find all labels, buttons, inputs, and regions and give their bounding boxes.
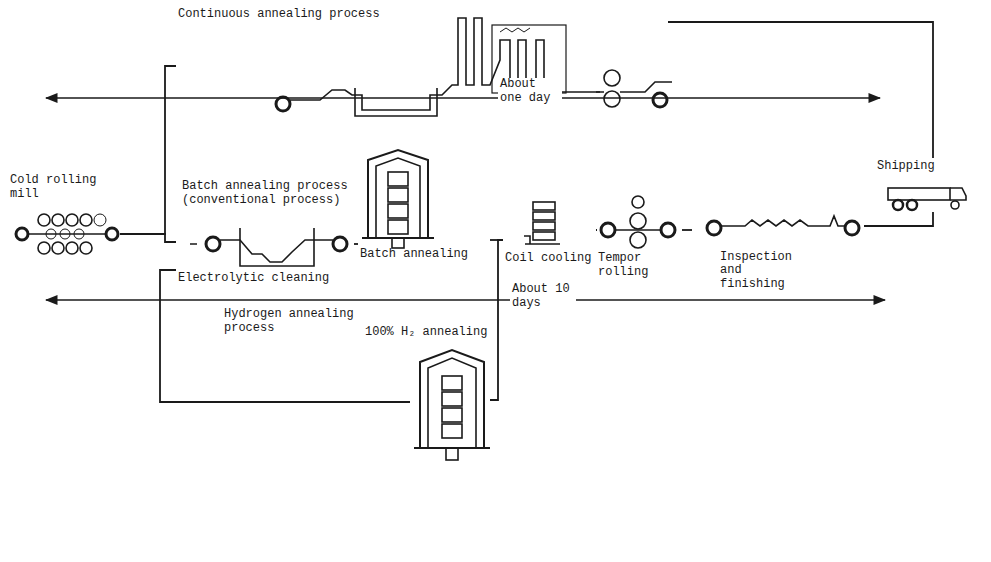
electrolytic-cleaning-icon (190, 228, 347, 266)
stage-label: Electrolytic cleaning (178, 272, 348, 286)
flow-line (596, 229, 597, 231)
time-span-label: About one day (498, 78, 562, 106)
process-stage: Tempor rolling (596, 194, 682, 282)
process-stage: Coil cooling (503, 196, 597, 268)
process-stage: Batch annealing (358, 146, 490, 264)
time-span-label: About 10 days (510, 283, 576, 311)
process-stage: Inspection and finishing (692, 196, 864, 294)
furnace-stage: 100% H₂ annealing (410, 344, 490, 466)
stage-label: Cold rolling mill (10, 174, 114, 202)
hydrogen-furnace-icon (414, 350, 490, 460)
time-span-arrow (46, 299, 885, 301)
flow-line (864, 212, 933, 226)
coil-cooling-icon (524, 202, 560, 244)
flow-line (120, 234, 176, 242)
stage-label: 100% H₂ annealing (365, 326, 487, 340)
process-stage: Electrolytic cleaning (176, 212, 354, 288)
batch-furnace-icon (362, 150, 434, 248)
process-title: Batch annealing process (conventional pr… (180, 180, 360, 208)
flow-line (120, 66, 176, 234)
inspection-line-icon (707, 216, 859, 235)
stage-label: Inspection and finishing (720, 251, 802, 292)
continuous-annealing-line-icon (276, 18, 672, 116)
truck-icon (888, 188, 966, 210)
temper-rolling-icon (601, 196, 675, 248)
flow-line (354, 243, 358, 245)
stage-label: Tempor rolling (598, 252, 658, 280)
stage-label: Continuous annealing process (178, 8, 408, 22)
stage-label: Shipping (877, 160, 967, 174)
flow-line (490, 240, 503, 400)
stage-label: Batch annealing (360, 248, 484, 262)
cold-rolling-mill-icon (16, 214, 118, 254)
flow-line (682, 229, 692, 231)
mill-stage: Cold rolling mill (8, 172, 120, 258)
flow-line (668, 22, 933, 158)
stage-label: Coil cooling (505, 252, 593, 266)
time-span-arrow (46, 97, 880, 99)
process-title: Hydrogen annealing process (222, 308, 364, 336)
shipping-stage: Shipping (875, 158, 973, 212)
process-line: Continuous annealing process (176, 6, 668, 118)
